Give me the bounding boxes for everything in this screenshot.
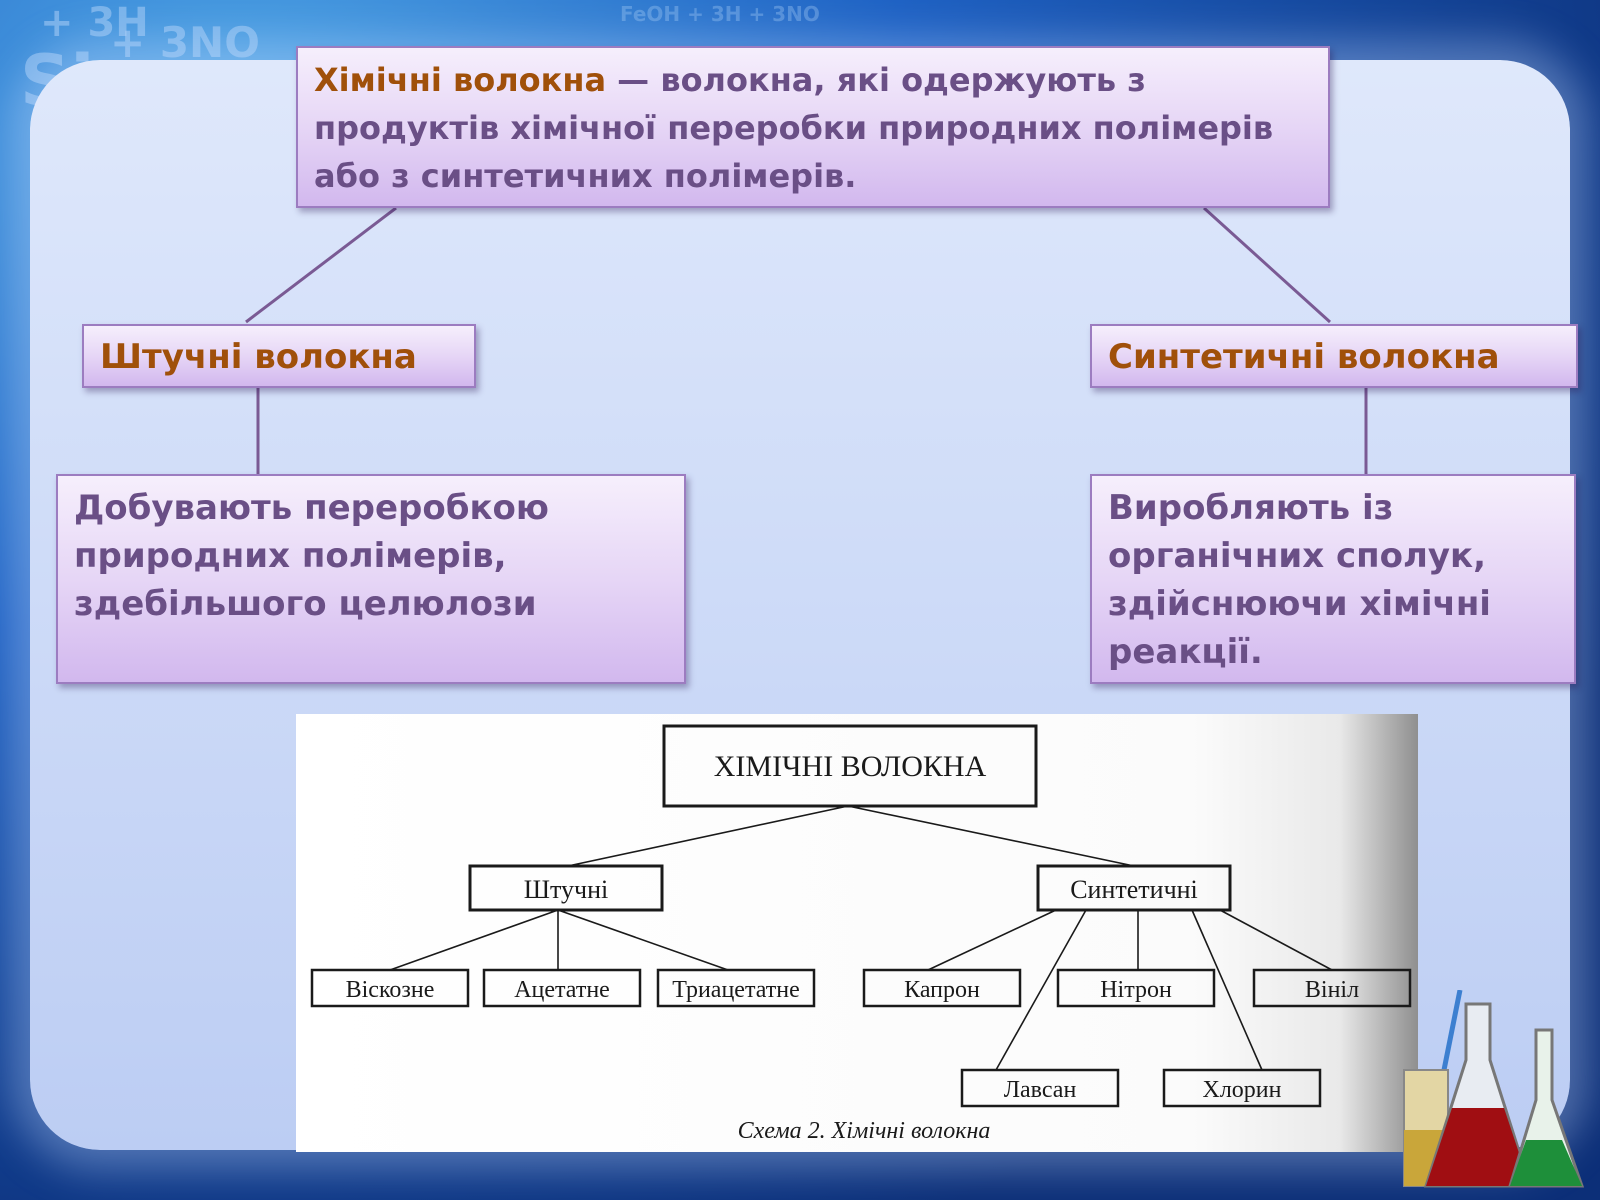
scheme-leaf-label: Нітрон [1100,977,1172,1003]
synthetic-fibers-box: Синтетичні волокна [1090,324,1578,388]
synthetic-fibers-title: Синтетичні волокна [1108,337,1500,377]
scheme-leaf-box [960,1068,1120,1108]
synthetic-description: Виробляють із органічних сполук, здійсню… [1108,488,1491,672]
scheme-left-label: Штучні [524,875,608,904]
connector-root-left [245,206,397,324]
scheme-diagram: ХІМІЧНІ ВОЛОКНА Штучні Синтетичні Віскоз… [310,724,1412,1144]
bg-formula-2: + 3NO [110,18,260,67]
scheme-leaf-box [1162,1068,1322,1108]
scheme-leaf-box [482,968,642,1008]
scheme-left-box [468,864,664,912]
scheme-leaf-box [1252,968,1412,1008]
bg-formula-4: FeOH + 3H + 3NO [620,2,820,26]
scheme-leaf-box [1056,968,1216,1008]
artificial-fibers-box: Штучні волокна [82,324,476,388]
scheme-leaf-label: Ацетатне [514,977,610,1003]
scheme-image: ХІМІЧНІ ВОЛОКНА Штучні Синтетичні Віскоз… [296,714,1418,1152]
artificial-description: Добувають переробкою природних полімерів… [74,488,549,624]
scheme-leaf-label: Вініл [1305,977,1359,1003]
definition-term: Хімічні волокна [314,61,607,99]
scheme-leaf-label: Триацетатне [672,977,800,1003]
scheme-leaf-label: Капрон [904,977,980,1003]
lab-flasks-icon [1403,990,1585,1188]
artificial-description-box: Добувають переробкою природних полімерів… [56,474,686,684]
connector-root-right [1202,206,1332,324]
definition-rest: — волокна, які одержують з продуктів хім… [314,61,1274,195]
scheme-root-label: ХІМІЧНІ ВОЛОКНА [714,750,987,783]
scheme-caption: Схема 2. Хімічні волокна [738,1118,991,1144]
scheme-leaf-box [656,968,816,1008]
synthetic-description-box: Виробляють із органічних сполук, здійсню… [1090,474,1576,684]
definition-text: Хімічні волокна — волокна, які одержують… [314,56,1312,200]
scheme-leaf-label: Хлорин [1203,1077,1282,1103]
definition-box: Хімічні волокна — волокна, які одержують… [296,46,1330,208]
scheme-leaf-box [862,968,1022,1008]
scheme-leaf-label: Лавсан [1004,1077,1077,1103]
scheme-right-label: Синтетичні [1070,875,1198,904]
artificial-fibers-title: Штучні волокна [100,337,417,377]
bg-formula-1: + 3H [40,0,149,46]
scheme-leaf-label: Віскозне [346,977,435,1003]
